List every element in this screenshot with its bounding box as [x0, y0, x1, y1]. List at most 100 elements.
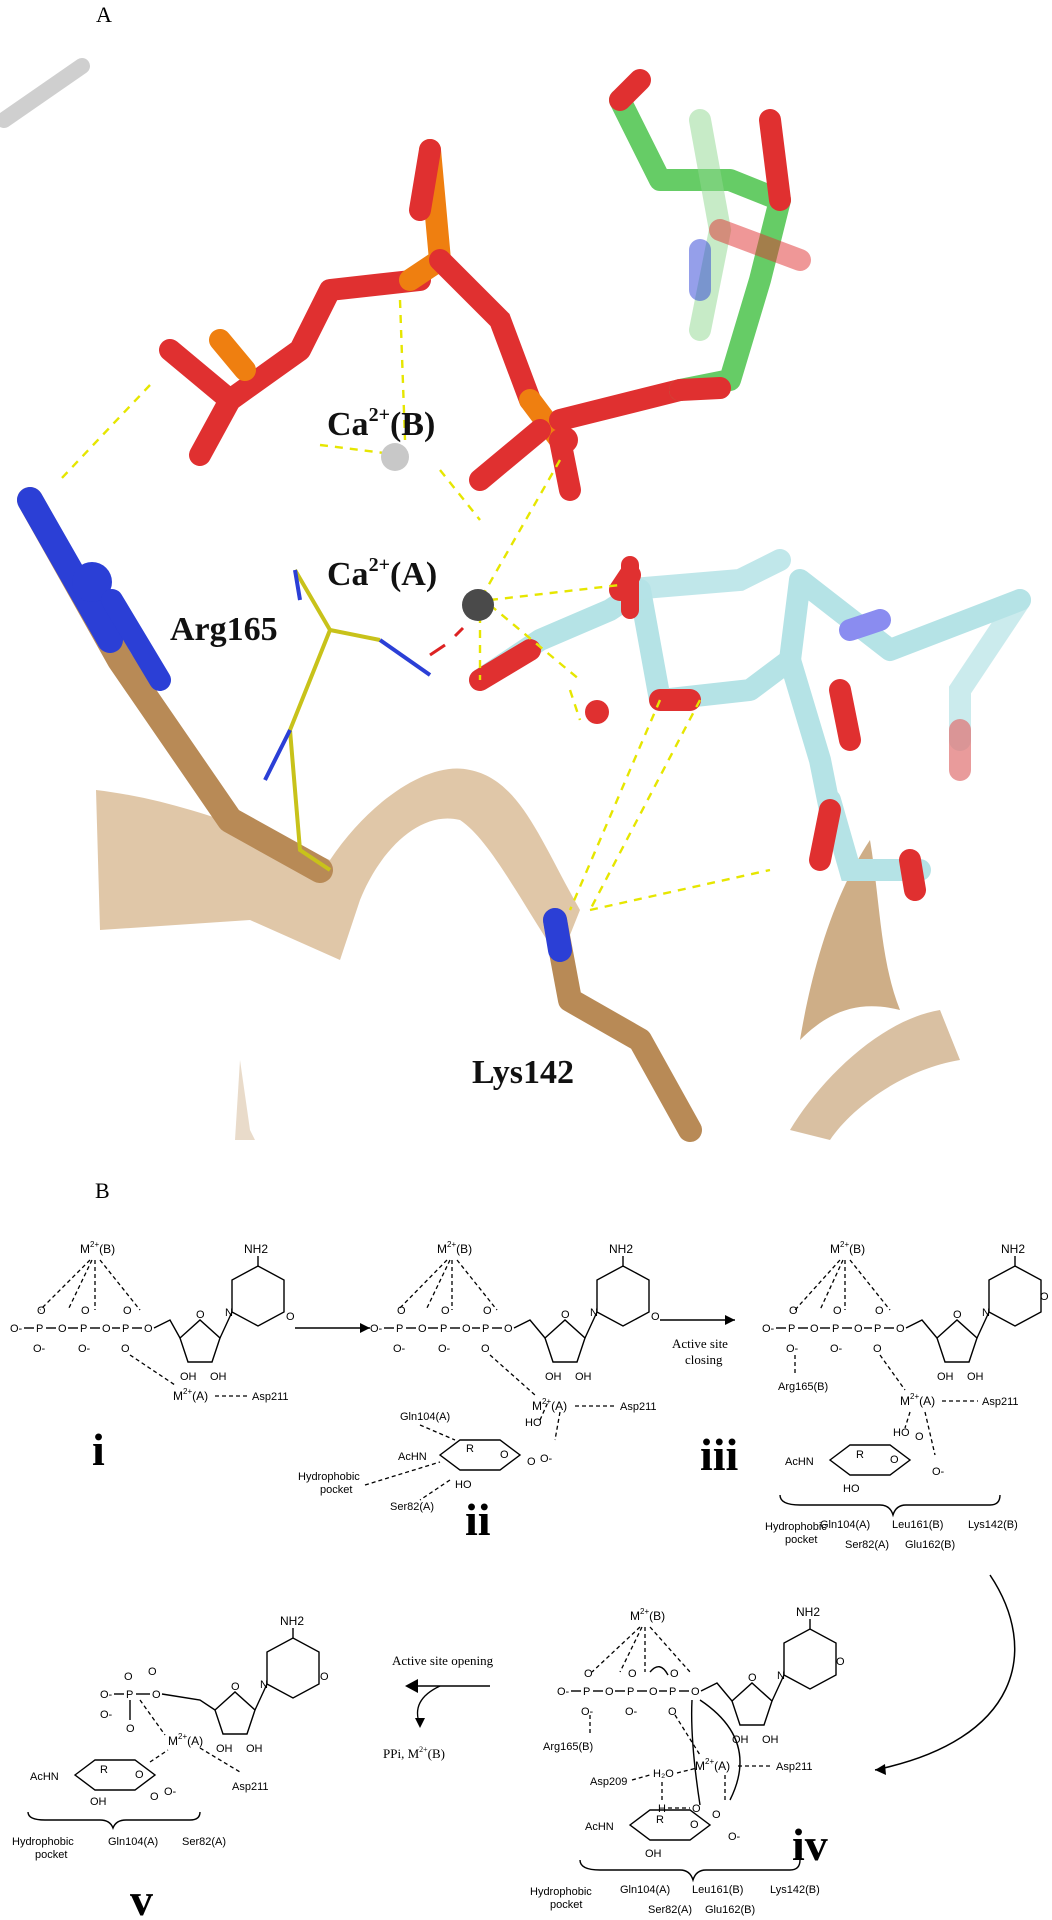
svg-text:O: O — [37, 1305, 46, 1317]
svg-text:Ser82(A): Ser82(A) — [648, 1904, 692, 1916]
svg-text:O: O — [915, 1431, 924, 1443]
svg-text:O: O — [152, 1689, 161, 1701]
svg-text:O: O — [286, 1311, 295, 1323]
ca-a-ion — [462, 589, 494, 621]
svg-text:Asp211: Asp211 — [982, 1396, 1019, 1408]
svg-text:Hydrophobic: Hydrophobic — [12, 1836, 74, 1848]
svg-text:O: O — [584, 1668, 593, 1680]
svg-text:OH: OH — [762, 1734, 779, 1746]
svg-text:O-: O- — [932, 1466, 945, 1478]
svg-text:O: O — [441, 1305, 450, 1317]
bracket-iv — [579, 1859, 801, 1883]
svg-text:P: P — [669, 1686, 676, 1698]
grey-helix-stub — [0, 58, 90, 128]
svg-text:O: O — [81, 1305, 90, 1317]
svg-text:O: O — [418, 1323, 427, 1335]
svg-text:OH: OH — [216, 1743, 233, 1755]
svg-text:R: R — [466, 1443, 474, 1455]
svg-text:P: P — [627, 1686, 634, 1698]
svg-text:O-: O- — [557, 1686, 570, 1698]
svg-text:O: O — [500, 1449, 509, 1461]
svg-text:M2+(A): M2+(A) — [900, 1392, 935, 1408]
svg-text:OH: OH — [645, 1848, 662, 1860]
numeral-ii: ii — [465, 1494, 491, 1545]
svg-text:N: N — [590, 1307, 598, 1319]
svg-text:P: P — [482, 1323, 489, 1335]
svg-text:Leu161(B): Leu161(B) — [892, 1519, 943, 1531]
svg-text:Arg165(B): Arg165(B) — [778, 1381, 828, 1393]
svg-text:OH: OH — [210, 1371, 227, 1383]
svg-text:O: O — [649, 1686, 658, 1698]
svg-text:OH: OH — [545, 1371, 562, 1383]
svg-text:O: O — [748, 1672, 757, 1684]
arrow-label-closing: Active site — [672, 1336, 728, 1351]
svg-text:Ser82(A): Ser82(A) — [182, 1836, 226, 1848]
svg-text:O: O — [896, 1323, 905, 1335]
svg-text:Asp211: Asp211 — [232, 1781, 269, 1793]
svg-text:P: P — [80, 1323, 87, 1335]
svg-text:O: O — [504, 1323, 513, 1335]
svg-text:O: O — [124, 1671, 133, 1683]
hydrogen-bonds — [59, 299, 771, 912]
svg-text:P: P — [126, 1689, 133, 1701]
svg-text:O: O — [150, 1791, 159, 1803]
svg-text:O: O — [462, 1323, 471, 1335]
svg-text:NH2: NH2 — [609, 1242, 633, 1256]
svg-text:AcHN: AcHN — [398, 1451, 427, 1463]
svg-text:P: P — [122, 1323, 129, 1335]
arg-stick-left — [17, 487, 333, 883]
svg-text:Asp209: Asp209 — [590, 1776, 627, 1788]
svg-text:O: O — [873, 1343, 882, 1355]
bracket-v — [27, 1811, 201, 1830]
m2b-label-i: M2+(B) — [80, 1240, 115, 1256]
svg-text:Arg165(B): Arg165(B) — [543, 1741, 593, 1753]
svg-text:NH2: NH2 — [1001, 1242, 1025, 1256]
panel-b: B M2+(B) O- P O O- O P O O- O P O O O — [10, 1178, 1049, 1920]
arrow-label-opening: Active site opening — [392, 1653, 494, 1668]
svg-text:O-: O- — [625, 1706, 638, 1718]
svg-text:pocket: pocket — [35, 1849, 67, 1861]
svg-text:O: O — [481, 1343, 490, 1355]
svg-text:O: O — [690, 1819, 699, 1831]
water-oxygen — [585, 700, 609, 724]
svg-text:M2+(B): M2+(B) — [830, 1240, 865, 1256]
m2a-label-i: M2+(A) — [173, 1387, 208, 1403]
structure-iii: M2+(B) O- P O O- O P O O- O P O O O O OH — [700, 1240, 1049, 1551]
svg-text:AcHN: AcHN — [30, 1771, 59, 1783]
svg-text:Lys142(B): Lys142(B) — [968, 1519, 1018, 1531]
ca-b-ion — [381, 443, 409, 471]
panel-b-label: B — [95, 1178, 110, 1203]
svg-text:O: O — [810, 1323, 819, 1335]
svg-text:M2+(A): M2+(A) — [168, 1732, 203, 1748]
svg-text:O-: O- — [581, 1706, 594, 1718]
svg-text:OH: OH — [937, 1371, 954, 1383]
svg-text:O: O — [712, 1809, 721, 1821]
svg-text:O: O — [483, 1305, 492, 1317]
cyan-sialic-sticks — [469, 549, 1031, 901]
green-ribose-sticks — [609, 69, 811, 401]
svg-text:pocket: pocket — [785, 1534, 817, 1546]
numeral-iii: iii — [700, 1429, 739, 1480]
svg-text:N: N — [225, 1307, 233, 1319]
svg-text:N: N — [260, 1679, 268, 1691]
svg-text:O: O — [670, 1668, 679, 1680]
svg-text:NH2: NH2 — [796, 1605, 820, 1619]
svg-text:NH2: NH2 — [280, 1614, 304, 1628]
panel-a-label: A — [96, 2, 112, 27]
svg-text:Ser82(A): Ser82(A) — [845, 1539, 889, 1551]
svg-text:O-: O- — [78, 1343, 91, 1355]
svg-text:M2+(A): M2+(A) — [695, 1757, 730, 1773]
svg-text:pocket: pocket — [550, 1899, 582, 1911]
svg-text:Gln104(A): Gln104(A) — [620, 1884, 670, 1896]
structure-i: M2+(B) O- P O O- O P O O- O P O O O O OH — [10, 1240, 295, 1475]
svg-text:P: P — [36, 1323, 43, 1335]
svg-text:O-: O- — [762, 1323, 775, 1335]
svg-text:O: O — [144, 1323, 153, 1335]
svg-text:Lys142(B): Lys142(B) — [770, 1884, 820, 1896]
svg-text:O: O — [561, 1309, 570, 1321]
svg-text:HO: HO — [455, 1479, 472, 1491]
svg-text:O: O — [692, 1803, 701, 1815]
svg-text:O: O — [651, 1311, 660, 1323]
ca-b-label: Ca2+(B) — [327, 404, 435, 443]
svg-text:O: O — [854, 1323, 863, 1335]
